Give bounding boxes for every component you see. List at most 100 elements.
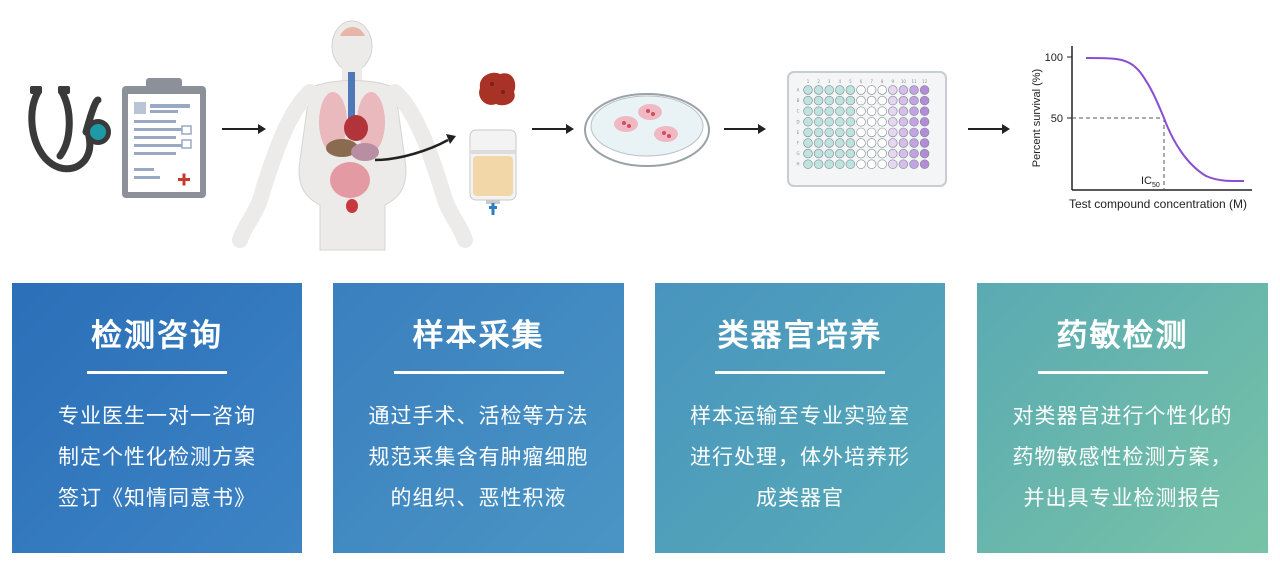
desc-line: 规范采集含有肿瘤细胞 xyxy=(368,445,589,469)
x-axis-label: Test compound concentration (M) xyxy=(1069,197,1247,211)
plate-well xyxy=(824,138,834,148)
plate-well xyxy=(813,138,824,148)
plate-well xyxy=(845,85,856,95)
plate-well xyxy=(898,117,909,127)
plate-well xyxy=(866,117,877,127)
y-axis-label: Percent survival (%) xyxy=(1031,69,1043,167)
plate-well xyxy=(803,95,813,106)
plate-well xyxy=(909,159,919,169)
plate-well xyxy=(877,117,887,127)
plate-well xyxy=(813,106,824,116)
plate-well xyxy=(888,106,898,116)
plate-well xyxy=(898,95,909,106)
ytick-50: 50 xyxy=(1051,113,1063,125)
plate-well xyxy=(919,138,930,148)
flow-arrow-1 xyxy=(222,124,266,134)
plate-well xyxy=(813,85,824,95)
desc-line: 的组织、恶性积液 xyxy=(390,486,567,510)
clipboard-icon xyxy=(122,78,206,198)
desc-line: 制定个性化检测方案 xyxy=(58,445,256,469)
plate-well xyxy=(835,85,845,95)
plate-row-label: D xyxy=(796,119,799,124)
plate-well xyxy=(835,117,845,127)
step-description: 专业医生一对一咨询 制定个性化检测方案 签订《知情同意书》 xyxy=(12,396,302,519)
step-card-sampling: 样本采集 通过手术、活检等方法 规范采集含有肿瘤细胞 的组织、恶性积液 xyxy=(333,283,624,553)
curved-arrow xyxy=(374,134,456,162)
plate-well xyxy=(919,117,930,127)
step-title: 药敏检测 xyxy=(1056,318,1189,354)
plate-well xyxy=(824,148,834,159)
plate-well xyxy=(856,159,866,169)
plate-row-label: F xyxy=(797,141,800,146)
plate-well xyxy=(919,106,930,116)
plate-well xyxy=(866,148,877,159)
plate-well xyxy=(898,148,909,159)
plate-column-label: 3 xyxy=(828,79,831,84)
desc-line: 通过手术、活检等方法 xyxy=(368,404,589,428)
desc-line: 进行处理，体外培养形 xyxy=(690,445,910,469)
title-divider xyxy=(715,371,885,374)
plate-well xyxy=(813,148,824,159)
plate-well xyxy=(919,95,930,106)
fluid-bag-icon xyxy=(469,129,517,215)
plate-well xyxy=(877,148,887,159)
dose-response-chart: 100 50 Percent survival (%) Test compoun… xyxy=(1031,46,1252,211)
desc-line: 成类器官 xyxy=(756,486,844,510)
plate-well xyxy=(866,106,877,116)
plate-well xyxy=(803,148,813,159)
plate-column-label: 10 xyxy=(901,79,907,84)
plate-well xyxy=(856,106,866,116)
plate-well xyxy=(845,159,856,169)
plate-well xyxy=(888,85,898,95)
plate-row-label: B xyxy=(797,98,800,103)
plate-well xyxy=(888,127,898,138)
plate-well xyxy=(919,85,930,95)
plate-well xyxy=(856,85,866,95)
step-card-consultation: 检测咨询 专业医生一对一咨询 制定个性化检测方案 签订《知情同意书》 xyxy=(12,283,302,553)
plate-column-label: 4 xyxy=(839,79,842,84)
desc-line: 签订《知情同意书》 xyxy=(58,486,256,510)
plate-well xyxy=(898,106,909,116)
plate-column-label: 2 xyxy=(817,79,820,84)
plate-well xyxy=(919,159,930,169)
plate-well xyxy=(845,148,856,159)
plate-well xyxy=(888,148,898,159)
plate-well xyxy=(824,117,834,127)
plate-well xyxy=(888,95,898,106)
plate-column-label: 1 xyxy=(807,79,810,84)
plate-well xyxy=(888,159,898,169)
plate-well xyxy=(845,95,856,106)
desc-line: 对类器官进行个性化的 xyxy=(1012,404,1233,428)
plate-well xyxy=(824,106,834,116)
step-card-organoid-culture: 类器官培养 样本运输至专业实验室 进行处理，体外培养形 成类器官 xyxy=(655,283,945,553)
plate-well xyxy=(835,148,845,159)
plate-well xyxy=(824,95,834,106)
stethoscope-icon xyxy=(28,86,111,173)
plate-well xyxy=(803,138,813,148)
plate-well xyxy=(835,95,845,106)
plate-row-label: C xyxy=(797,109,800,114)
tissue-sample-icon xyxy=(479,72,516,106)
plate-well xyxy=(824,127,834,138)
plate-well xyxy=(898,85,909,95)
step-card-drug-sensitivity: 药敏检测 对类器官进行个性化的 药物敏感性检测方案， 并出具专业检测报告 xyxy=(977,283,1268,553)
step-description: 样本运输至专业实验室 进行处理，体外培养形 成类器官 xyxy=(655,396,945,519)
plate-well xyxy=(866,85,877,95)
plate-well xyxy=(803,106,813,116)
plate-well xyxy=(909,117,919,127)
plate-column-label: 7 xyxy=(870,79,873,84)
step-title: 检测咨询 xyxy=(91,318,223,354)
plate-well xyxy=(866,159,877,169)
plate-well xyxy=(845,138,856,148)
plate-well xyxy=(845,117,856,127)
title-divider xyxy=(1037,371,1208,374)
plate-well xyxy=(845,127,856,138)
plate-well xyxy=(909,138,919,148)
plate-well xyxy=(824,159,834,169)
plate-well xyxy=(856,138,866,148)
flow-arrow-4 xyxy=(968,124,1010,134)
plate-column-label: 11 xyxy=(911,79,917,84)
plate-well xyxy=(803,159,813,169)
step-description: 通过手术、活检等方法 规范采集含有肿瘤细胞 的组织、恶性积液 xyxy=(333,396,624,519)
plate-well xyxy=(909,85,919,95)
